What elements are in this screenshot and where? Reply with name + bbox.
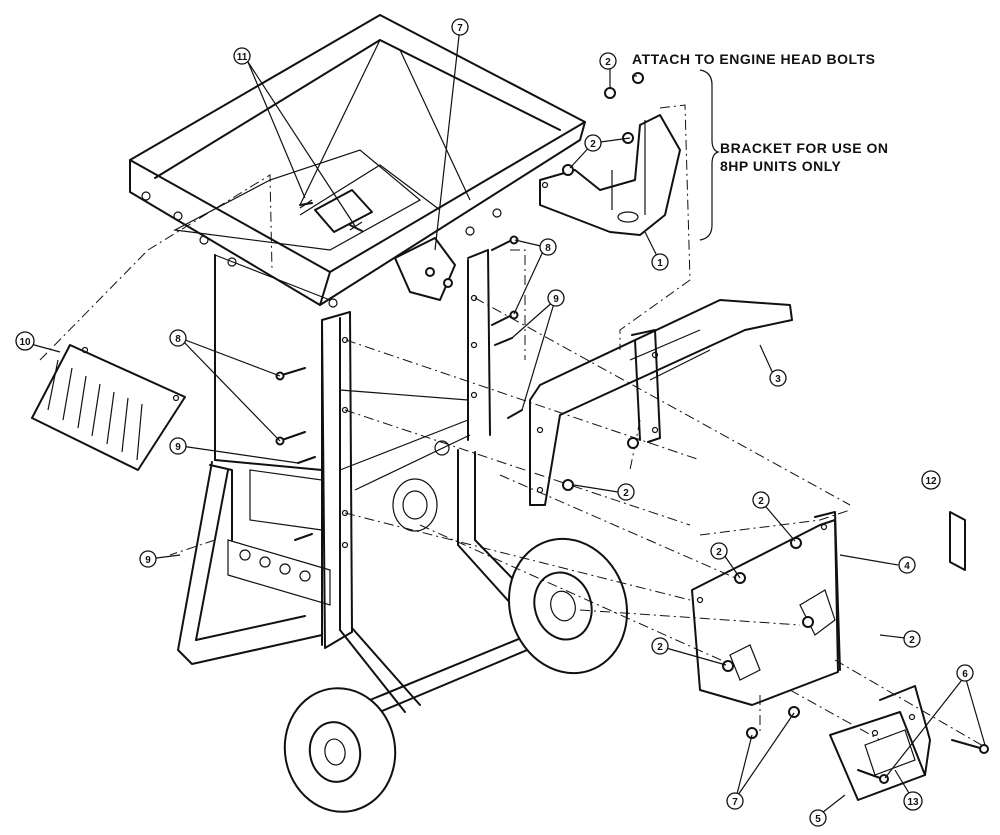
- callout-2-guard-top: 2: [752, 491, 770, 509]
- callout-9-left: 9: [169, 437, 187, 455]
- svg-text:7: 7: [732, 797, 738, 808]
- wheel-front: [507, 537, 629, 675]
- svg-text:2: 2: [716, 547, 722, 558]
- callout-2-guard-left: 2: [710, 542, 728, 560]
- hardware: [275, 72, 989, 784]
- hopper: [129, 14, 586, 308]
- callout-12: 12: [921, 470, 941, 490]
- hopper-baffle-plate: [299, 189, 373, 233]
- callout-6: 6: [956, 664, 974, 682]
- callout-1: 1: [651, 253, 669, 271]
- engine-bracket: [539, 114, 681, 236]
- callout-9-right: 9: [547, 289, 565, 307]
- callout-4: 4: [898, 556, 916, 574]
- callout-7-bottom: 7: [726, 792, 744, 810]
- callout-11: 11: [233, 47, 251, 65]
- callout-2-bolt-b: 2: [584, 134, 602, 152]
- callouts: 11 7 2 2 1 8 9 3 10 8 9 2 12 2 2 4 9 2 2…: [15, 18, 974, 827]
- belt-guard: [691, 511, 841, 706]
- callout-2-right: 2: [903, 630, 921, 648]
- leg-stand: [177, 461, 331, 665]
- svg-text:2: 2: [758, 496, 764, 507]
- callout-3: 3: [769, 369, 787, 387]
- chipper-frame: [214, 249, 491, 649]
- callout-2-guard-side: 2: [651, 637, 669, 655]
- svg-text:4: 4: [904, 561, 910, 572]
- svg-text:9: 9: [175, 442, 181, 453]
- callout-2-bolt-a: 2: [599, 52, 617, 70]
- svg-text:5: 5: [815, 814, 821, 825]
- svg-text:1: 1: [657, 258, 663, 269]
- svg-text:12: 12: [925, 476, 937, 487]
- svg-text:9: 9: [553, 294, 559, 305]
- note-bracket-line2: 8HP UNITS ONLY: [720, 158, 842, 174]
- wheel-rear: [283, 687, 397, 813]
- svg-text:2: 2: [623, 488, 629, 499]
- callout-8-left: 8: [169, 329, 187, 347]
- svg-text:2: 2: [909, 635, 915, 646]
- svg-text:8: 8: [545, 243, 551, 254]
- svg-text:7: 7: [457, 23, 463, 34]
- svg-text:6: 6: [962, 669, 968, 680]
- note-brace: [699, 69, 720, 241]
- callout-7-top: 7: [451, 18, 469, 36]
- handle: [529, 299, 793, 506]
- svg-text:8: 8: [175, 334, 181, 345]
- svg-text:10: 10: [19, 337, 31, 348]
- svg-text:3: 3: [775, 374, 781, 385]
- callout-13: 13: [903, 791, 923, 811]
- svg-text:2: 2: [605, 57, 611, 68]
- callout-8-right: 8: [539, 238, 557, 256]
- pulley-shield: [829, 685, 931, 801]
- svg-text:13: 13: [907, 797, 919, 808]
- callout-5: 5: [809, 809, 827, 827]
- svg-text:2: 2: [590, 139, 596, 150]
- notes: ATTACH TO ENGINE HEAD BOLTS BRACKET FOR …: [632, 51, 888, 174]
- callout-9-lower: 9: [139, 550, 157, 568]
- note-bracket-line1: BRACKET FOR USE ON: [720, 140, 888, 156]
- svg-text:9: 9: [145, 555, 151, 566]
- note-attach: ATTACH TO ENGINE HEAD BOLTS: [632, 51, 875, 67]
- callout-2-mid: 2: [617, 483, 635, 501]
- svg-text:11: 11: [237, 52, 248, 63]
- svg-text:2: 2: [657, 642, 663, 653]
- decal: [949, 511, 966, 571]
- discharge-flap: [31, 344, 186, 471]
- callout-10: 10: [15, 331, 35, 351]
